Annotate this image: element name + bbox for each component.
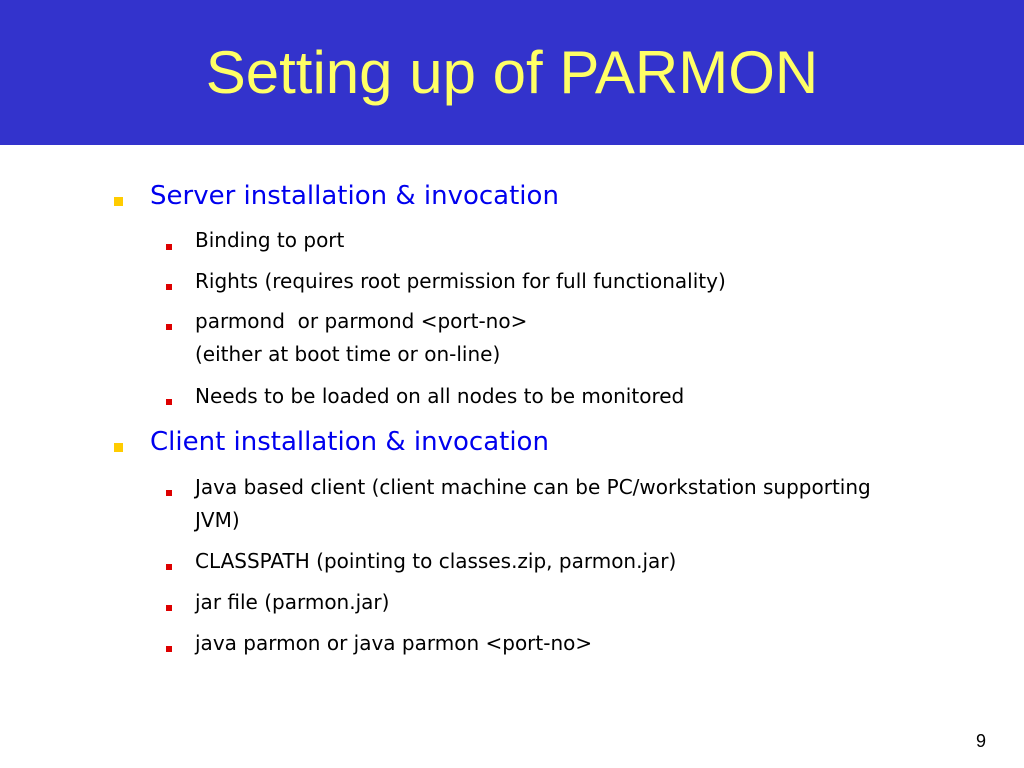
sub-bullet-icon — [166, 244, 172, 250]
sub-bullet-icon — [166, 490, 172, 496]
section-heading-server: Server installation & invocation — [150, 181, 559, 211]
title-bar: Setting up of PARMON — [0, 0, 1024, 145]
list-item: parmond or parmond <port-no> — [195, 309, 528, 333]
sub-bullet-icon — [166, 399, 172, 405]
list-item: Rights (requires root permission for ful… — [195, 269, 726, 293]
sub-bullet-icon — [166, 324, 172, 330]
sub-bullet-icon — [166, 284, 172, 290]
sub-bullet-icon — [166, 605, 172, 611]
list-item: Java based client (client machine can be… — [195, 475, 871, 532]
section-heading-client: Client installation & invocation — [150, 427, 549, 457]
list-item: CLASSPATH (pointing to classes.zip, parm… — [195, 549, 677, 573]
page-number: 9 — [975, 731, 986, 751]
list-item: Binding to port — [195, 228, 345, 252]
list-item-continuation: (either at boot time or on-line) — [195, 342, 501, 366]
sub-bullet-icon — [166, 564, 172, 570]
list-item: java parmon or java parmon <port-no> — [195, 631, 593, 655]
heading-bullet-icon — [114, 197, 123, 206]
heading-bullet-icon — [114, 443, 123, 452]
slide-title: Setting up of PARMON — [205, 39, 819, 106]
list-item: Needs to be loaded on all nodes to be mo… — [195, 384, 685, 408]
sub-bullet-icon — [166, 646, 172, 652]
list-item: jar file (parmon.jar) — [195, 590, 390, 614]
